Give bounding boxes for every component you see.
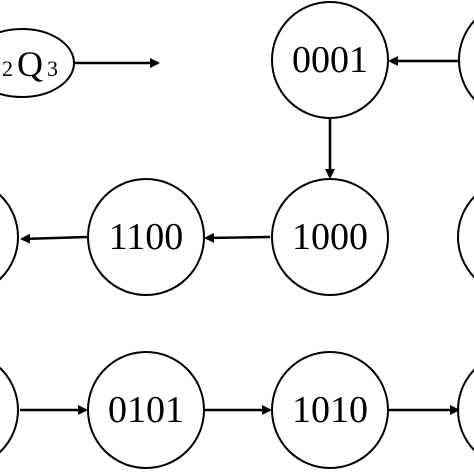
arrow-1000-to-1100 (204, 232, 271, 243)
legend-subscript-before: 2 (2, 56, 13, 81)
state-circle (271, 351, 389, 469)
legend-letter: Q (17, 44, 43, 84)
state-label-1000: 1000 (292, 216, 368, 258)
legend: 2 Q 3 (0, 28, 75, 98)
legend-subscript-after: 3 (47, 56, 58, 81)
state-middle-center: 1000 (271, 178, 389, 296)
state-label-0001: 0001 (292, 39, 368, 81)
state-circle-top-right-partial (458, 19, 474, 101)
arrow-1100-to-left-state (20, 233, 88, 244)
state-label-1100: 1100 (109, 216, 184, 258)
state-label-1010: 1010 (292, 389, 368, 431)
state-top-center: 0001 (271, 1, 389, 119)
state-circle-middle-right-partial (457, 195, 474, 279)
state-circle (87, 351, 205, 469)
state-circle (271, 178, 389, 296)
legend-label: 2 Q 3 (2, 44, 58, 84)
state-label-0101: 0101 (108, 389, 184, 431)
state-middle-left: 1100 (87, 178, 205, 296)
state-circle-middle-left-edge-partial (0, 193, 19, 281)
state-circle (87, 178, 205, 296)
state-bottom-center: 1010 (271, 351, 389, 469)
state-circle-bottom-left-edge-partial (0, 366, 19, 454)
state-bottom-left: 0101 (87, 351, 205, 469)
state-circle-bottom-right-partial (457, 368, 474, 452)
